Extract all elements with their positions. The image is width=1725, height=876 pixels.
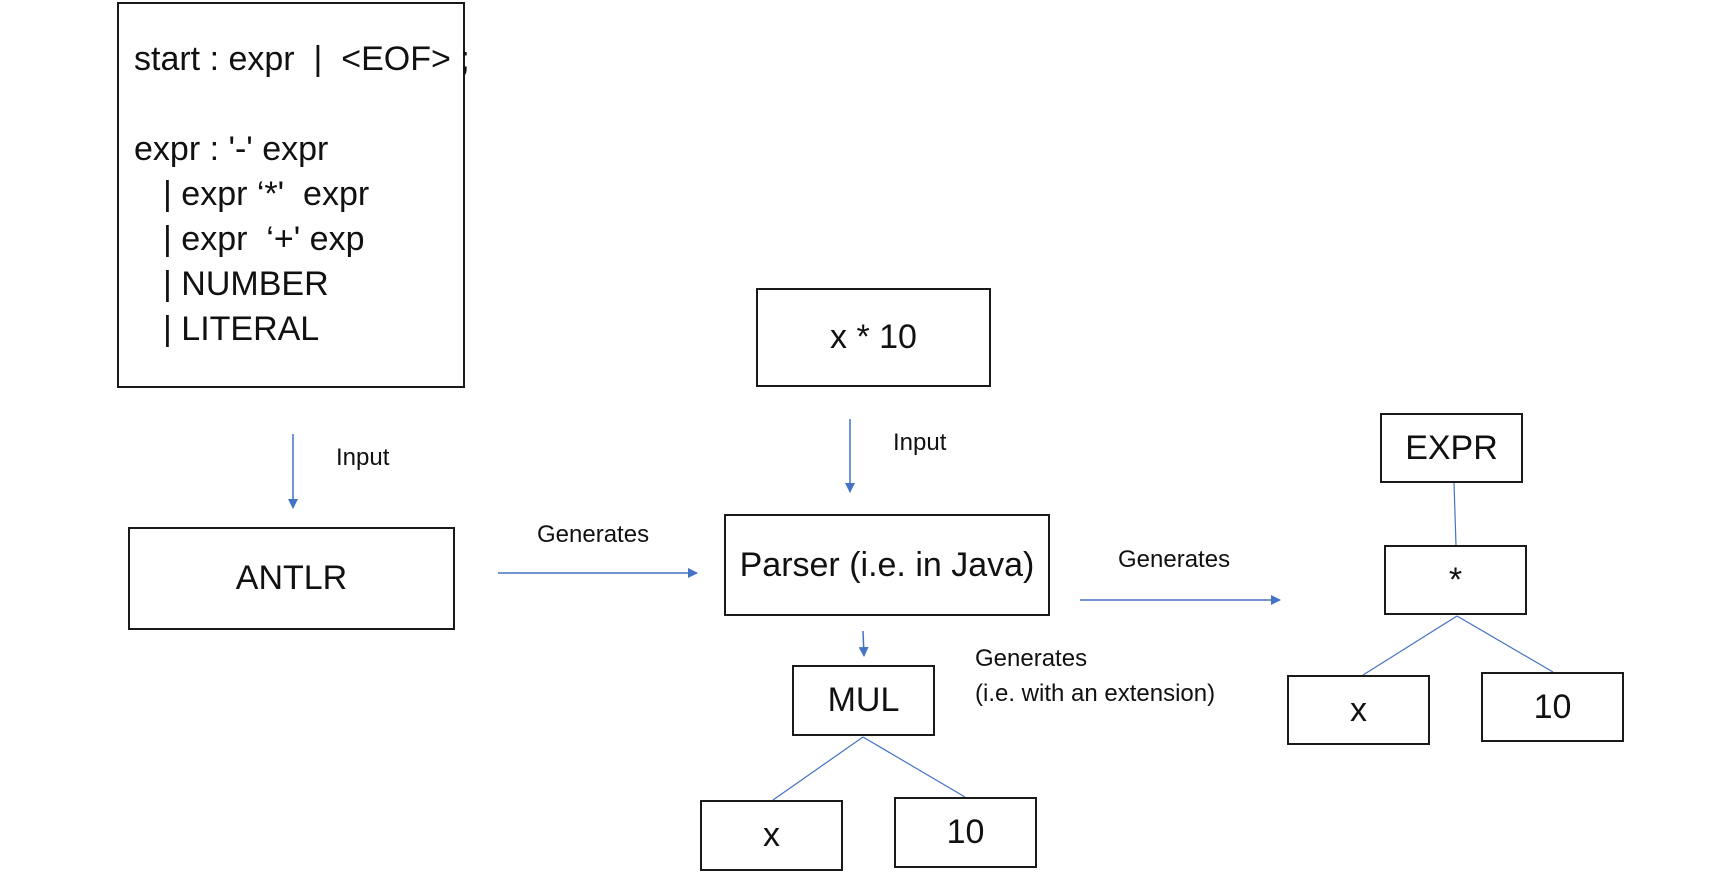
parser-box: Parser (i.e. in Java) [724,514,1050,616]
generates-label-extension: Generates [975,645,1088,672]
mul-node: MUL [792,665,935,736]
star-right-edge [1456,615,1554,673]
star-left-edge [1362,615,1458,676]
star-left-node-label: x [1350,690,1367,729]
grammar-box: start : expr | <EOF> ; expr : '-' expr |… [117,2,470,388]
expr-root-label: EXPR [1405,428,1498,467]
antlr-label: ANTLR [235,559,348,597]
mul-left-node: x [700,800,843,871]
parser-label: Parser (i.e. in Java) [739,545,1035,584]
grammar-line-add: | expr ‘+' exp [163,220,365,258]
grammar-line-expr: expr : '-' expr [134,130,329,168]
input-label-grammar: Input [336,444,390,471]
grammar-line-literal: | LITERAL [163,310,320,348]
star-right-node: 10 [1481,672,1624,742]
expr-star-edge [1453,482,1457,546]
star-node-label: * [1448,560,1463,599]
grammar-line-mul: | expr ‘*' expr [163,175,370,213]
mul-right-edge [862,736,966,798]
generates-label-parser: Generates [1118,546,1231,573]
input-expression-box: x * 10 [756,288,991,387]
mul-right-node-label: 10 [946,813,985,851]
generates-label-extension-note: (i.e. with an extension) [975,680,1216,707]
mul-node-label: MUL [827,681,900,719]
expr-root-node: EXPR [1380,413,1523,483]
grammar-line-start: start : expr | <EOF> ; [134,40,470,78]
star-node: * [1384,545,1527,615]
grammar-line-number: | NUMBER [163,265,329,303]
mul-right-node: 10 [894,797,1037,868]
input-label-expression: Input [893,429,947,456]
mul-left-node-label: x [763,816,780,854]
star-left-node: x [1287,675,1430,745]
star-right-node-label: 10 [1533,687,1572,726]
generates-label-antlr: Generates [537,521,650,548]
mul-left-edge [772,736,864,801]
input-expression-label: x * 10 [830,318,917,356]
generates-arrow-mul [858,630,869,657]
antlr-box: ANTLR [128,527,455,630]
